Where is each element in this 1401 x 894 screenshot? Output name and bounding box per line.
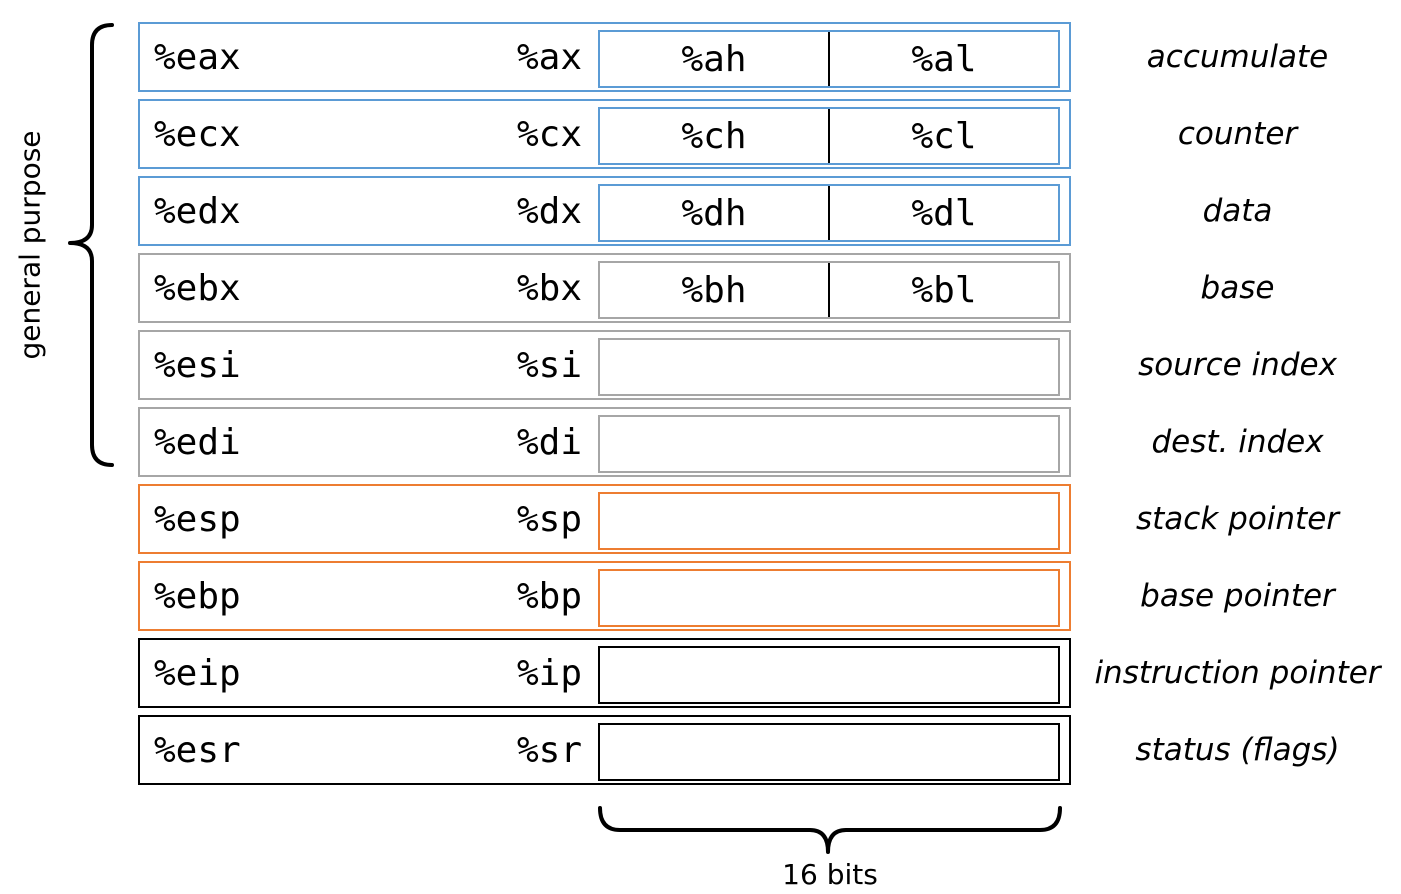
register-low-byte: %bl — [911, 269, 977, 311]
register-row: %ebp %bp — [138, 561, 1071, 631]
register-16bit-name: %bp — [516, 575, 582, 617]
register-16bit-name: %cx — [516, 113, 582, 155]
register-32bit-name: %edi — [154, 421, 241, 463]
register-16bit-name: %ip — [516, 652, 582, 694]
register-16bit-box — [598, 723, 1060, 781]
register-purpose: accumulate — [1146, 39, 1329, 75]
register-16bit-name: %di — [516, 421, 582, 463]
register-low-byte: %al — [911, 38, 977, 80]
register-row: %eip %ip — [138, 638, 1071, 708]
register-32bit-name: %ebp — [154, 575, 241, 617]
register-high-byte: %ch — [600, 109, 830, 163]
register-16bit-box: %ah %al — [598, 30, 1060, 88]
register-16bit-name: %si — [516, 344, 582, 386]
register-high-byte: %ah — [600, 32, 830, 86]
register-high-byte: %bh — [600, 263, 830, 317]
register-purpose: source index — [1138, 347, 1337, 383]
register-purpose: stack pointer — [1135, 501, 1340, 537]
register-16bit-box: %ch %cl — [598, 107, 1060, 165]
bits-label: 16 bits — [782, 858, 878, 891]
register-row: %edx %dx %dh %dl — [138, 176, 1071, 246]
register-high-byte: %dh — [600, 186, 830, 240]
register-purpose: dest. index — [1151, 424, 1324, 460]
register-32bit-name: %ecx — [154, 113, 241, 155]
register-16bit-box: %dh %dl — [598, 184, 1060, 242]
register-purpose: counter — [1177, 116, 1298, 152]
register-32bit-name: %esr — [154, 729, 241, 771]
register-low-byte: %dl — [911, 192, 977, 234]
register-purpose: base pointer — [1140, 578, 1335, 614]
register-purpose: base — [1200, 270, 1275, 306]
register-row: %ebx %bx %bh %bl — [138, 253, 1071, 323]
register-16bit-box — [598, 569, 1060, 627]
register-16bit-name: %sr — [516, 729, 582, 771]
register-32bit-name: %ebx — [154, 267, 241, 309]
register-row: %ecx %cx %ch %cl — [138, 99, 1071, 169]
register-16bit-box: %bh %bl — [598, 261, 1060, 319]
register-row: %edi %di — [138, 407, 1071, 477]
general-purpose-label: general purpose — [13, 130, 47, 360]
register-32bit-name: %edx — [154, 190, 241, 232]
register-16bit-name: %bx — [516, 267, 582, 309]
register-32bit-name: %esp — [154, 498, 241, 540]
register-16bit-box — [598, 646, 1060, 704]
register-row: %esr %sr — [138, 715, 1071, 785]
register-16bit-box — [598, 415, 1060, 473]
bits-brace — [598, 806, 1062, 854]
register-32bit-name: %eax — [154, 36, 241, 78]
register-16bit-name: %sp — [516, 498, 582, 540]
register-16bit-name: %dx — [516, 190, 582, 232]
register-purpose: instruction pointer — [1094, 655, 1381, 691]
register-purpose: status (flags) — [1135, 732, 1340, 768]
register-32bit-name: %esi — [154, 344, 241, 386]
register-row: %esi %si — [138, 330, 1071, 400]
general-purpose-brace — [68, 23, 114, 467]
register-16bit-name: %ax — [516, 36, 582, 78]
register-16bit-box — [598, 492, 1060, 550]
register-purpose: data — [1202, 193, 1273, 229]
register-low-byte: %cl — [911, 115, 977, 157]
register-32bit-name: %eip — [154, 652, 241, 694]
register-16bit-box — [598, 338, 1060, 396]
register-row: %eax %ax %ah %al — [138, 22, 1071, 92]
register-row: %esp %sp — [138, 484, 1071, 554]
